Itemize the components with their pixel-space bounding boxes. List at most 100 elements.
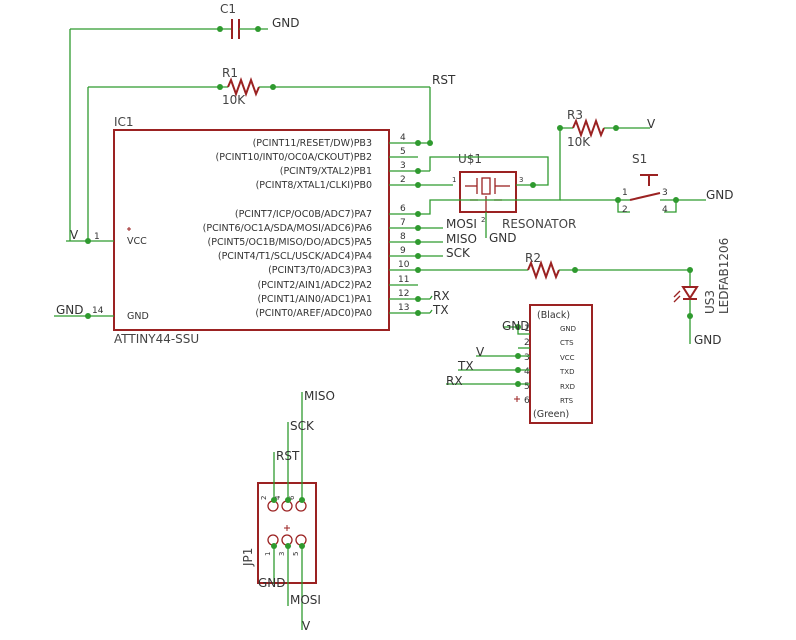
jp1-pin-number: 4 [274,495,282,500]
pin-number: 3 [400,161,406,171]
junction [85,238,91,244]
r1-zigzag [227,77,260,97]
r3-value: 10K [567,135,591,149]
r3-zigzag [572,118,605,138]
pin-number: 1 [94,232,100,242]
r1-value: 10K [222,93,246,107]
net-label-tx: TX [457,359,474,373]
net-label-v: V [476,345,485,359]
us1-name: U$1 [458,152,482,166]
switch-s1[interactable]: S1 1 2 3 4 GND [560,152,734,215]
junction [270,84,276,90]
ftdi-pin-number: 4 [524,367,530,377]
jp1-pin-number: 1 [264,552,272,556]
r2-name: R2 [525,251,541,265]
pin-label-pa0: (PCINT0/AREF/ADC0)PA0 [255,308,372,319]
net-label-miso: MISO [446,232,477,246]
ftdi-bottom-label: (Green) [533,409,569,420]
net-label-v: V [647,117,656,131]
ftdi-header[interactable]: (Black) (Green) GND CTS VCC TXD RXD RTS … [446,304,593,424]
net-label-gnd: GND [258,576,286,590]
jp1-pin-number: 5 [292,552,300,556]
pin-number: 12 [398,289,409,299]
net-label-gnd: GND [694,333,722,347]
pin-label-gnd: GND [127,311,149,322]
ic1-body [113,129,390,331]
junction [557,125,563,131]
pin-number: 2 [400,175,406,185]
pin-label-pb1: (PCINT9/XTAL2)PB1 [280,166,372,177]
net-label-rx: RX [446,374,463,388]
jp1-pin-number: 6 [288,495,296,500]
ftdi-pin-label: TXD [559,368,574,376]
pin-label-pa3: (PCINT3/T0/ADC3)PA3 [268,265,372,276]
jp1-pin-number: 2 [260,496,268,500]
net-label-gnd: GND [56,303,84,317]
pin-label-vcc: VCC [127,236,147,247]
jp1-wires [271,392,305,630]
pin-label-pa2: (PCINT2/AIN1/ADC2)PA2 [257,280,372,291]
ic1-pin-junctions [415,140,433,316]
wire-pb1-resonator [429,156,549,186]
net-label-v: V [302,619,311,633]
net-label-mosi: MOSI [290,593,321,607]
net-label-rst: RST [276,449,300,463]
us1-crystal [481,177,491,195]
resistor-r1[interactable]: R1 10K RST [88,66,456,107]
ftdi-wires [446,324,530,402]
pin-number: 10 [398,260,410,270]
us1-value: RESONATOR [502,217,576,231]
us1-pin-number: 2 [481,216,485,224]
net-label-gnd: GND [489,231,517,245]
s1-name: S1 [632,152,647,166]
junction [615,197,621,203]
junction [687,313,693,319]
resistor-r2[interactable]: R2 [525,251,693,280]
pin-label-pb0: (PCINT8/XTAL1/CLKI)PB0 [256,180,372,191]
net-label-sck: SCK [290,419,315,433]
us3-value: LEDFAB1206 [717,238,731,314]
net-label-gnd: GND [706,188,734,202]
pin-number: 4 [400,133,406,143]
r2-zigzag [527,260,560,280]
us3-name: US3 [703,290,717,314]
ftdi-pin-number: 3 [524,353,530,363]
ftdi-pin-label: RXD [560,383,575,391]
resistor-r3[interactable]: R3 10K V [557,108,656,149]
net-label-rx: RX [433,289,450,303]
ic1-right-pins [389,142,528,314]
pin-number: 14 [92,306,104,316]
pin-label-pa6: (PCINT6/OC1A/SDA/MOSI/ADC6)PA6 [203,223,372,234]
jp1-pads [267,500,307,546]
ftdi-pin-label: GND [560,325,576,333]
isp-header-jp1[interactable]: JP1 2 4 6 1 3 5 [241,389,335,633]
us1-pin-number: 3 [519,176,523,184]
junction [255,26,261,32]
s1-pin-number: 4 [662,205,668,215]
ftdi-top-label: (Black) [537,310,570,321]
pin-label-pa1: (PCINT1/AIN0/ADC1)PA1 [257,294,372,305]
led-triangle [681,286,699,300]
pin-number: 7 [400,218,406,228]
ic1-attiny44[interactable]: IC1 ATTINY44-SSU 1 VCC V 14 GND GND [54,115,528,346]
s1-lever [629,192,661,201]
led-us3[interactable]: US3 LEDFAB1206 GND [673,238,731,347]
pin-number: 9 [400,246,406,256]
pin-number: 5 [400,147,406,157]
ftdi-pin-number: 2 [524,338,530,348]
pin-label-pb2: (PCINT10/INT0/OC0A/CKOUT)PB2 [216,152,372,163]
ic1-name: IC1 [114,115,134,129]
net-label-sck: SCK [446,246,471,260]
ftdi-pin-label: CTS [560,339,574,347]
jp1-body [257,482,317,584]
ftdi-pin-number: 1 [524,324,530,334]
c1-name: C1 [220,2,236,16]
junction [673,197,679,203]
pin-label-pa7: (PCINT7/ICP/OC0B/ADC7)PA7 [235,209,372,220]
us1-pin-number: 1 [452,176,456,184]
capacitor-c1[interactable]: C1 GND [70,2,300,39]
jp1-pin-number: 3 [278,552,286,556]
net-label-tx: TX [432,303,449,317]
junction [572,267,578,273]
